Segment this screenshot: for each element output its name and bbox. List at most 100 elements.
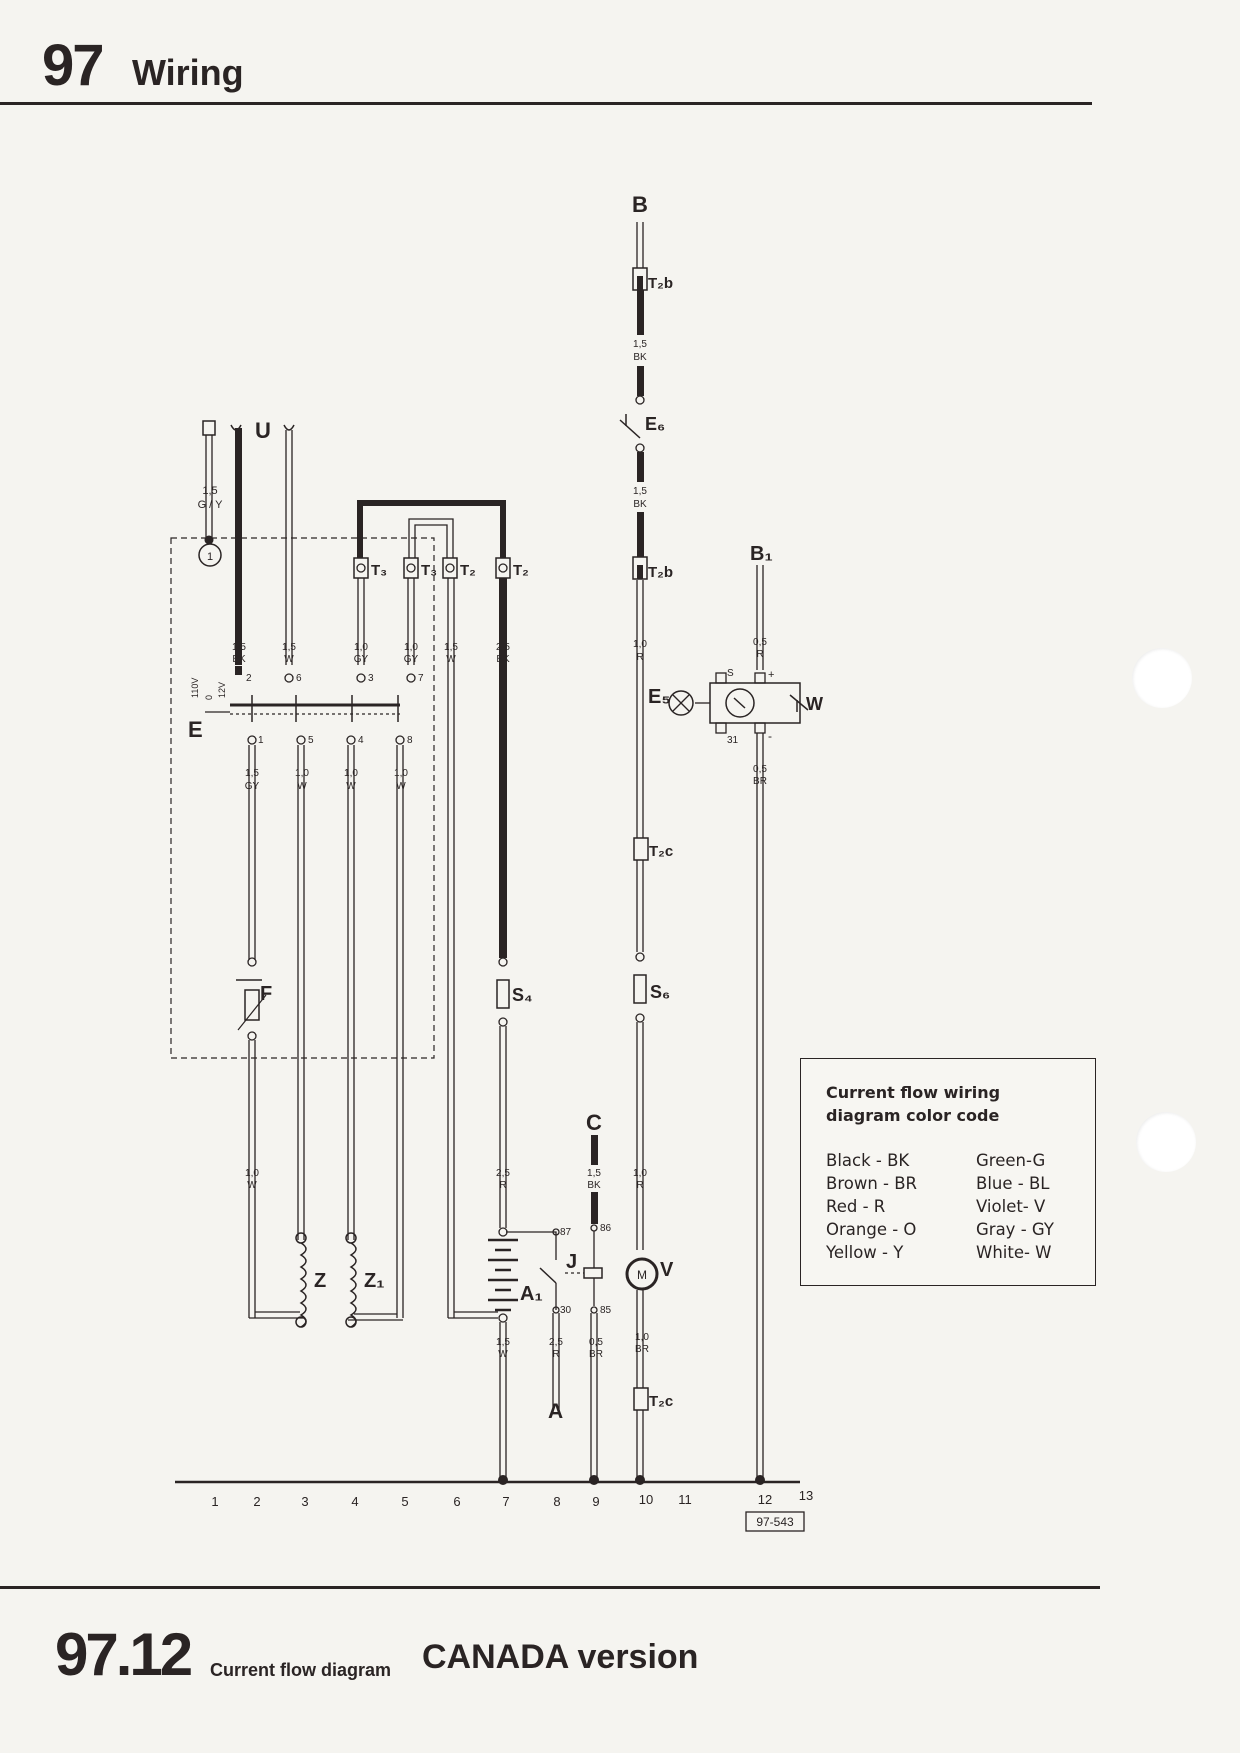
terminal-B1: B₁: [750, 543, 773, 565]
diagram-label: T₃: [421, 562, 437, 579]
diagram-label: +: [768, 669, 774, 681]
diagram-label: 31: [727, 735, 739, 746]
wire-bk-thick: [235, 428, 242, 665]
diagram-label: BR: [753, 776, 767, 787]
diagram-label: 7: [502, 1494, 509, 1509]
connector-group: T₃ T₃ T₂ T₂: [353, 557, 529, 579]
dashed-component-box: [170, 537, 435, 1059]
diagram-label: function sub() { [native code] }: [0, 0, 14, 1]
chapter-title: Wiring: [132, 52, 244, 93]
terminal-A: A: [548, 1400, 563, 1423]
legend-title-line2: diagram color code: [826, 1106, 1000, 1125]
diagram-label: 1: [211, 1494, 218, 1509]
diagram-label: BK: [633, 499, 647, 510]
diagram-label: 1,5: [587, 1168, 601, 1179]
diagram-label: 1,5: [232, 642, 246, 653]
diagram-label: R: [636, 652, 643, 663]
heater-Z1: [345, 1232, 357, 1328]
svg-text:M: M: [637, 1268, 647, 1282]
diagram-label: 86: [600, 1223, 612, 1234]
diagram-label: W: [297, 781, 307, 792]
diagram-label: W: [346, 781, 356, 792]
diagram-label: F: [260, 983, 272, 1005]
diagram-label: T₂: [460, 562, 476, 579]
diagram-label: 1,0: [344, 768, 358, 779]
diagram-label: A₁: [520, 1283, 543, 1305]
diagram-label: Z: [314, 1270, 326, 1292]
terminal-C: C: [586, 1110, 602, 1135]
diagram-label: 1,5: [496, 1337, 510, 1348]
diagram-label: W: [498, 1349, 508, 1360]
diagram-label: 12: [758, 1492, 772, 1507]
diagram-label: GY: [354, 654, 369, 665]
diagram-label: 3: [301, 1494, 308, 1509]
diagram-label: T₂c: [649, 843, 673, 860]
diagram-label: E₆: [645, 414, 665, 434]
relay-coil-J: [583, 1267, 603, 1279]
diagram-label: 97-543: [756, 1515, 794, 1529]
diagram-label: 1,5: [282, 642, 296, 653]
switch-pos-label: 110V: [190, 678, 200, 698]
node-circle-label: 1: [207, 551, 213, 563]
legend-entry: Orange - O: [826, 1220, 917, 1239]
diagram-label: BK: [587, 1180, 601, 1191]
footer-version: CANADA version: [422, 1638, 699, 1676]
legend-entry: Gray - GY: [976, 1220, 1054, 1239]
diagram-label: 2,5: [496, 642, 510, 653]
page-number: 97.12: [55, 1621, 193, 1688]
diagram-label: 1,5: [633, 486, 647, 497]
legend-entry: Black - BK: [826, 1151, 910, 1170]
wire-bk-thick: [637, 290, 644, 335]
legend-entry: Yellow - Y: [826, 1243, 904, 1262]
diagram-label: 1,0: [394, 768, 408, 779]
diagram-label: 6: [296, 673, 302, 684]
battery-A1: [488, 1238, 518, 1312]
diagram-label: J: [566, 1251, 577, 1273]
diagram-label: 13: [799, 1488, 813, 1503]
figure-ref-box: [745, 1511, 805, 1532]
legend-entry: Blue - BL: [976, 1174, 1050, 1193]
diagram-label: BK: [232, 654, 246, 665]
diagram-label: W: [284, 654, 294, 665]
diagram-label: 5: [308, 735, 314, 746]
diagram-label: T₂b: [648, 564, 673, 581]
diagram-label: 1,0: [245, 1168, 259, 1179]
legend-entry: Brown - BR: [826, 1174, 918, 1193]
diagram-label: BR: [635, 1344, 649, 1355]
wire-bk-thick: [591, 1192, 598, 1224]
wire-bk-thick: [591, 1135, 598, 1165]
diagram-label: 87: [560, 1227, 572, 1238]
diagram-label: 4: [351, 1494, 358, 1509]
legend-entry: Violet- V: [976, 1197, 1046, 1216]
diagram-label: T₂: [513, 562, 529, 579]
diagram-label: R: [499, 1180, 506, 1191]
diagram-label: 7: [418, 673, 424, 684]
diagram-label: 8: [407, 735, 413, 746]
legend-entry: Red - R: [826, 1197, 886, 1216]
ground-node: [204, 535, 214, 545]
circuit-numbers: 1 2 3 4 5 6 7 8 9 10 11 12 13: [211, 1488, 813, 1509]
component-F: [244, 989, 260, 1021]
diagram-label: V: [660, 1259, 674, 1281]
diagram-label: GY: [404, 654, 419, 665]
diagram-label: 10: [639, 1492, 653, 1507]
diagram-label: 0,5: [753, 764, 767, 775]
diagram-label: 85: [600, 1305, 612, 1316]
ground-tab: [202, 420, 216, 436]
diagram-label: 3: [368, 673, 374, 684]
diagram-label: 1,0: [633, 1168, 647, 1179]
diagram-label: 2: [246, 673, 252, 684]
wire-bk-thick: [499, 578, 507, 958]
diagram-label: 11: [678, 1492, 692, 1507]
diagram-label: R: [756, 649, 763, 660]
diagram-label: 1,0: [633, 639, 647, 650]
component-E6-label: W: [806, 694, 823, 714]
diagram-label: 1,0: [295, 768, 309, 779]
diagram-label: BK: [633, 352, 647, 363]
diagram-label: 1,5: [444, 642, 458, 653]
diagram-label: 9: [592, 1494, 599, 1509]
diagram-label: 6: [453, 1494, 460, 1509]
diagram-label: 1,5: [245, 768, 259, 779]
switch-pos-label: 12V: [217, 682, 227, 698]
